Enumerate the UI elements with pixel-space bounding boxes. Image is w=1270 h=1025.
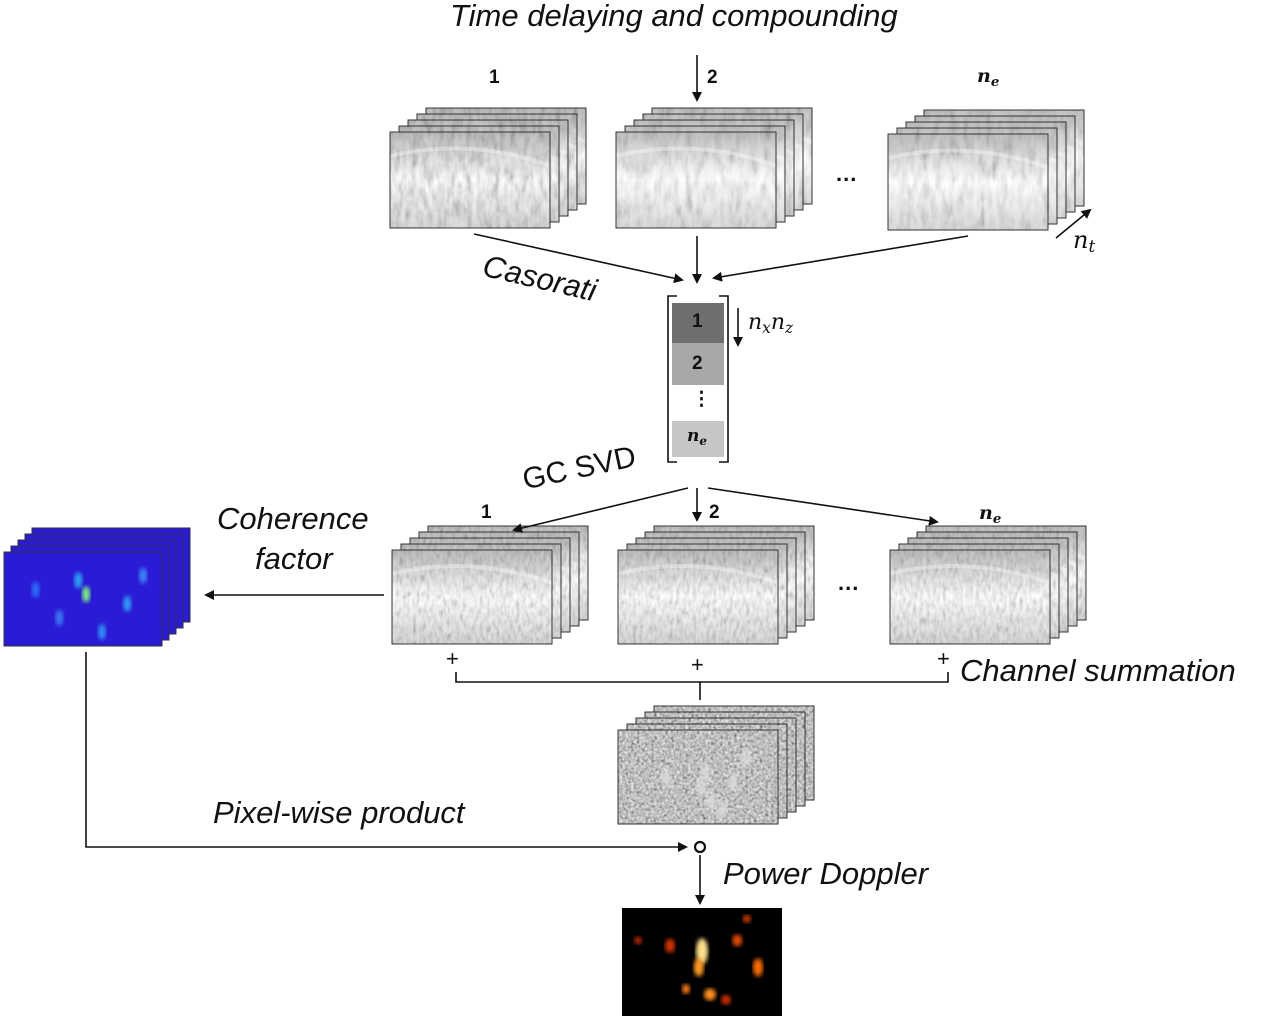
ensemble-stack-1 [389, 107, 587, 229]
coherence-factor-stack [3, 527, 191, 647]
pixelwise-path [85, 652, 688, 852]
image-stacks [3, 107, 1087, 1016]
matrix-label-2: 2 [692, 353, 703, 374]
casorati-arrow-right [712, 235, 969, 282]
ensemble-index-ne: ne [977, 65, 1000, 90]
matrix-bracket-right [719, 295, 729, 463]
temporal-axis-arrow [1055, 208, 1092, 239]
matrix-block-gap [672, 385, 724, 421]
ensemble-stack-ne-frame [887, 133, 1049, 231]
svd-component-stack-ne [889, 525, 1087, 645]
summed-image-stack-frame [617, 729, 779, 825]
title-time-delaying: Time delaying and compounding [450, 0, 898, 33]
svd-arrow-left [512, 487, 689, 533]
matrix-bracket-left [667, 295, 677, 463]
ellipsis-top: ... [836, 161, 858, 186]
pixelwise-product-label: Pixel-wise product [213, 795, 465, 830]
coherence-label-line1: Coherence [217, 501, 369, 536]
matrix-block-2 [672, 343, 724, 385]
svd-component-stack-ne-frame [889, 549, 1051, 645]
summed-image-stack [617, 705, 815, 825]
ensemble-index-2: 2 [707, 67, 718, 88]
matrix-label-vdots: ⋮ [692, 389, 711, 410]
sum-sign-right: + [937, 646, 950, 671]
flow-arrows [85, 55, 1092, 905]
casorati-arrow-left [473, 233, 684, 284]
svd-arrow-right [707, 487, 939, 526]
ensemble-stack-ne [887, 109, 1085, 231]
ensemble-stack-1-frame [389, 131, 551, 229]
matrix-block-ne [672, 421, 724, 457]
svd-component-stack-2 [617, 525, 815, 645]
matrix-block-1 [672, 303, 724, 343]
channel-summation-label: Channel summation [960, 653, 1236, 688]
summation-bracket [455, 672, 949, 683]
power-doppler-image [622, 908, 782, 1016]
component-index-2: 2 [709, 502, 720, 523]
sum-sign-left: + [446, 646, 459, 671]
coherence-label-line2: factor [255, 541, 333, 576]
component-index-ne: ne [979, 502, 1002, 527]
sum-sign-center: + [691, 652, 704, 677]
ensemble-stack-2-frame [615, 131, 777, 229]
ellipsis-middle: ... [838, 570, 860, 595]
rows-label: nxnz [748, 310, 794, 337]
svd-component-stack-1 [391, 525, 589, 645]
coherence-factor-stack-frame [3, 551, 163, 647]
pixelwise-product-symbol [693, 840, 707, 854]
temporal-axis-label: nt [1073, 226, 1096, 256]
svd-component-stack-1-frame [391, 549, 553, 645]
ensemble-stack-2 [615, 107, 813, 229]
svd-component-stack-2-frame [617, 549, 779, 645]
matrix-label-1: 1 [692, 311, 703, 332]
component-index-1: 1 [481, 502, 492, 523]
power-doppler-label: Power Doppler [723, 856, 929, 891]
ensemble-index-1: 1 [489, 67, 500, 88]
casorati-matrix [667, 295, 729, 463]
matrix-label-ne: ne [687, 426, 707, 448]
